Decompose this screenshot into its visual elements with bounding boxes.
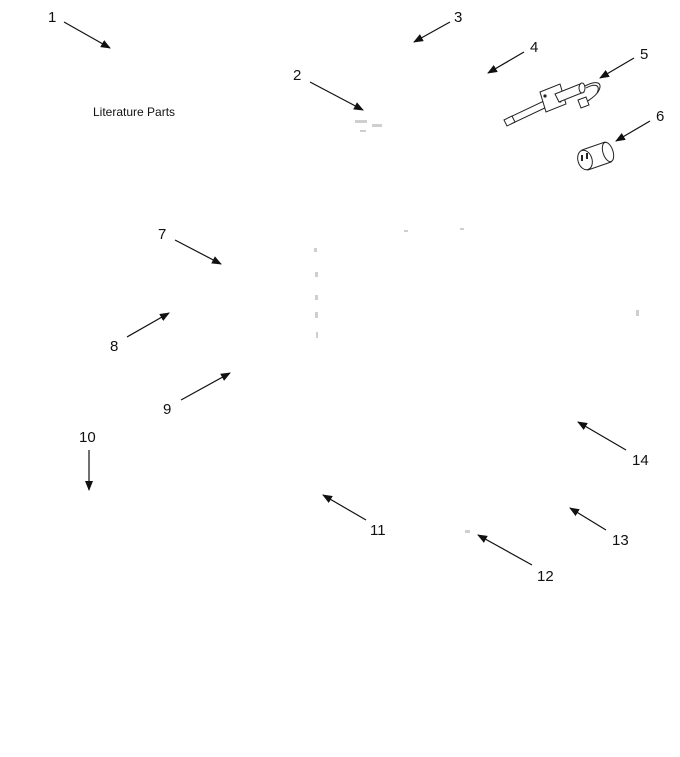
callout-6[interactable]: 6 [615,108,664,142]
callout-arrow [174,239,222,265]
callout-arrow [309,81,364,111]
callout-number: 8 [110,338,118,355]
callout-arrow [615,120,651,142]
callout-7[interactable]: 7 [158,226,222,265]
callout-8[interactable]: 8 [110,312,170,355]
callout-number: 4 [530,39,538,56]
callout-arrow [63,21,111,49]
igniter-probe-part[interactable] [503,82,601,127]
callout-arrow [322,494,367,521]
callout-number: 13 [612,532,629,549]
callout-number: 9 [163,401,171,418]
literature-parts-label: Literature Parts [93,105,175,119]
callout-number: 2 [293,67,301,84]
callout-number: 7 [158,226,166,243]
callout-2[interactable]: 2 [293,67,364,111]
callout-9[interactable]: 9 [163,372,231,418]
callout-arrow [413,21,451,43]
callout-3[interactable]: 3 [413,9,462,43]
callout-number: 11 [370,522,386,539]
callout-4[interactable]: 4 [487,39,538,74]
callout-number: 5 [640,46,648,63]
callout-arrow [599,57,635,79]
callout-arrow [126,312,170,338]
callout-13[interactable]: 13 [569,507,629,549]
callout-arrow [487,51,525,74]
capacitor-part[interactable] [575,141,616,172]
callout-number: 14 [632,452,649,469]
callout-number: 1 [48,9,56,26]
callout-10[interactable]: 10 [79,429,96,491]
callout-number: 6 [656,108,664,125]
callout-12[interactable]: 12 [477,534,554,585]
callout-number: 3 [454,9,462,26]
callout-1[interactable]: 1 [48,9,111,49]
callout-arrow [180,372,231,401]
callout-number: 10 [79,429,96,446]
callout-arrow [577,421,627,451]
callout-14[interactable]: 14 [577,421,649,469]
faint-drawing-traces [314,120,639,533]
callout-number: 12 [537,568,554,585]
callout-11[interactable]: 11 [322,494,386,539]
callout-5[interactable]: 5 [599,46,648,79]
callout-arrow [477,534,533,566]
callout-arrow [569,507,607,531]
